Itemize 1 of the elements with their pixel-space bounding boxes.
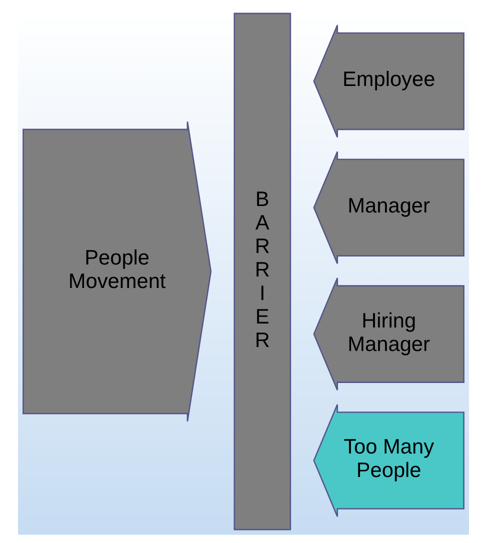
node-box: BARRIER (234, 12, 292, 530)
